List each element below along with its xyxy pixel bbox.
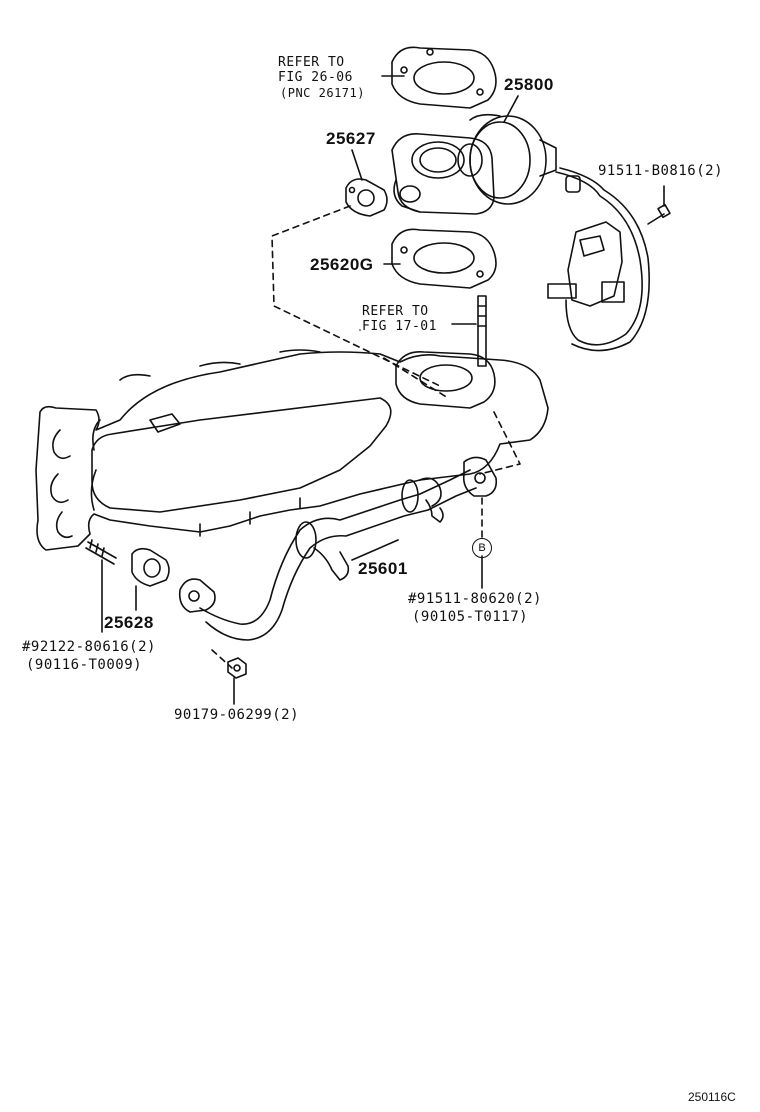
diagram-code: 250116C [688, 1090, 736, 1104]
part-25601-label[interactable]: 25601 [358, 559, 408, 578]
refer-fig-2606-line1: REFER TO [278, 55, 345, 70]
part-92122-80616-label[interactable]: #92122-80616(2) [22, 639, 156, 655]
leader-25601 [352, 540, 398, 560]
refer-fig-2606-line2: FIG 26-06 [278, 70, 353, 85]
gasket-25620g-shape [392, 229, 496, 288]
part-25627-label[interactable]: 25627 [326, 129, 376, 148]
leader-25800 [504, 96, 518, 122]
refer-fig-2606-line3: (PNC 26171) [280, 86, 365, 100]
part-91511-b0816-label[interactable]: 91511-B0816(2) [598, 163, 724, 179]
egr-pipe-shape [180, 457, 497, 640]
refer-fig-1701-line2: FIG 17-01 [362, 319, 437, 334]
part-25620g-label[interactable]: 25620G [310, 255, 374, 274]
refer-fig-1701-line1: REFER TO [362, 304, 429, 319]
stud-shape [478, 296, 486, 366]
vacuum-hose-shape [548, 168, 649, 351]
bolt-b0816-shape [648, 205, 670, 224]
part-90116-t0009-label[interactable]: (90116-T0009) [26, 657, 143, 673]
part-90105-t0117-label[interactable]: (90105-T0117) [412, 609, 529, 625]
part-25628-label[interactable]: 25628 [104, 613, 154, 632]
top-gasket-shape [392, 47, 496, 108]
egr-valve-shape [392, 115, 556, 214]
stud-92122-shape [86, 540, 116, 564]
nut-90179-shape [228, 658, 246, 678]
gasket-25627-shape [346, 179, 387, 216]
leader-25627 [352, 150, 362, 180]
part-25800-label[interactable]: 25800 [504, 75, 554, 94]
part-91511-80620-label[interactable]: #91511-80620(2) [408, 591, 542, 607]
gasket-25628-shape [132, 549, 169, 586]
intake-manifold-shape [36, 350, 548, 550]
part-90179-06299-label[interactable]: 90179-06299(2) [174, 707, 300, 723]
callout-b-circle: B [472, 538, 492, 558]
